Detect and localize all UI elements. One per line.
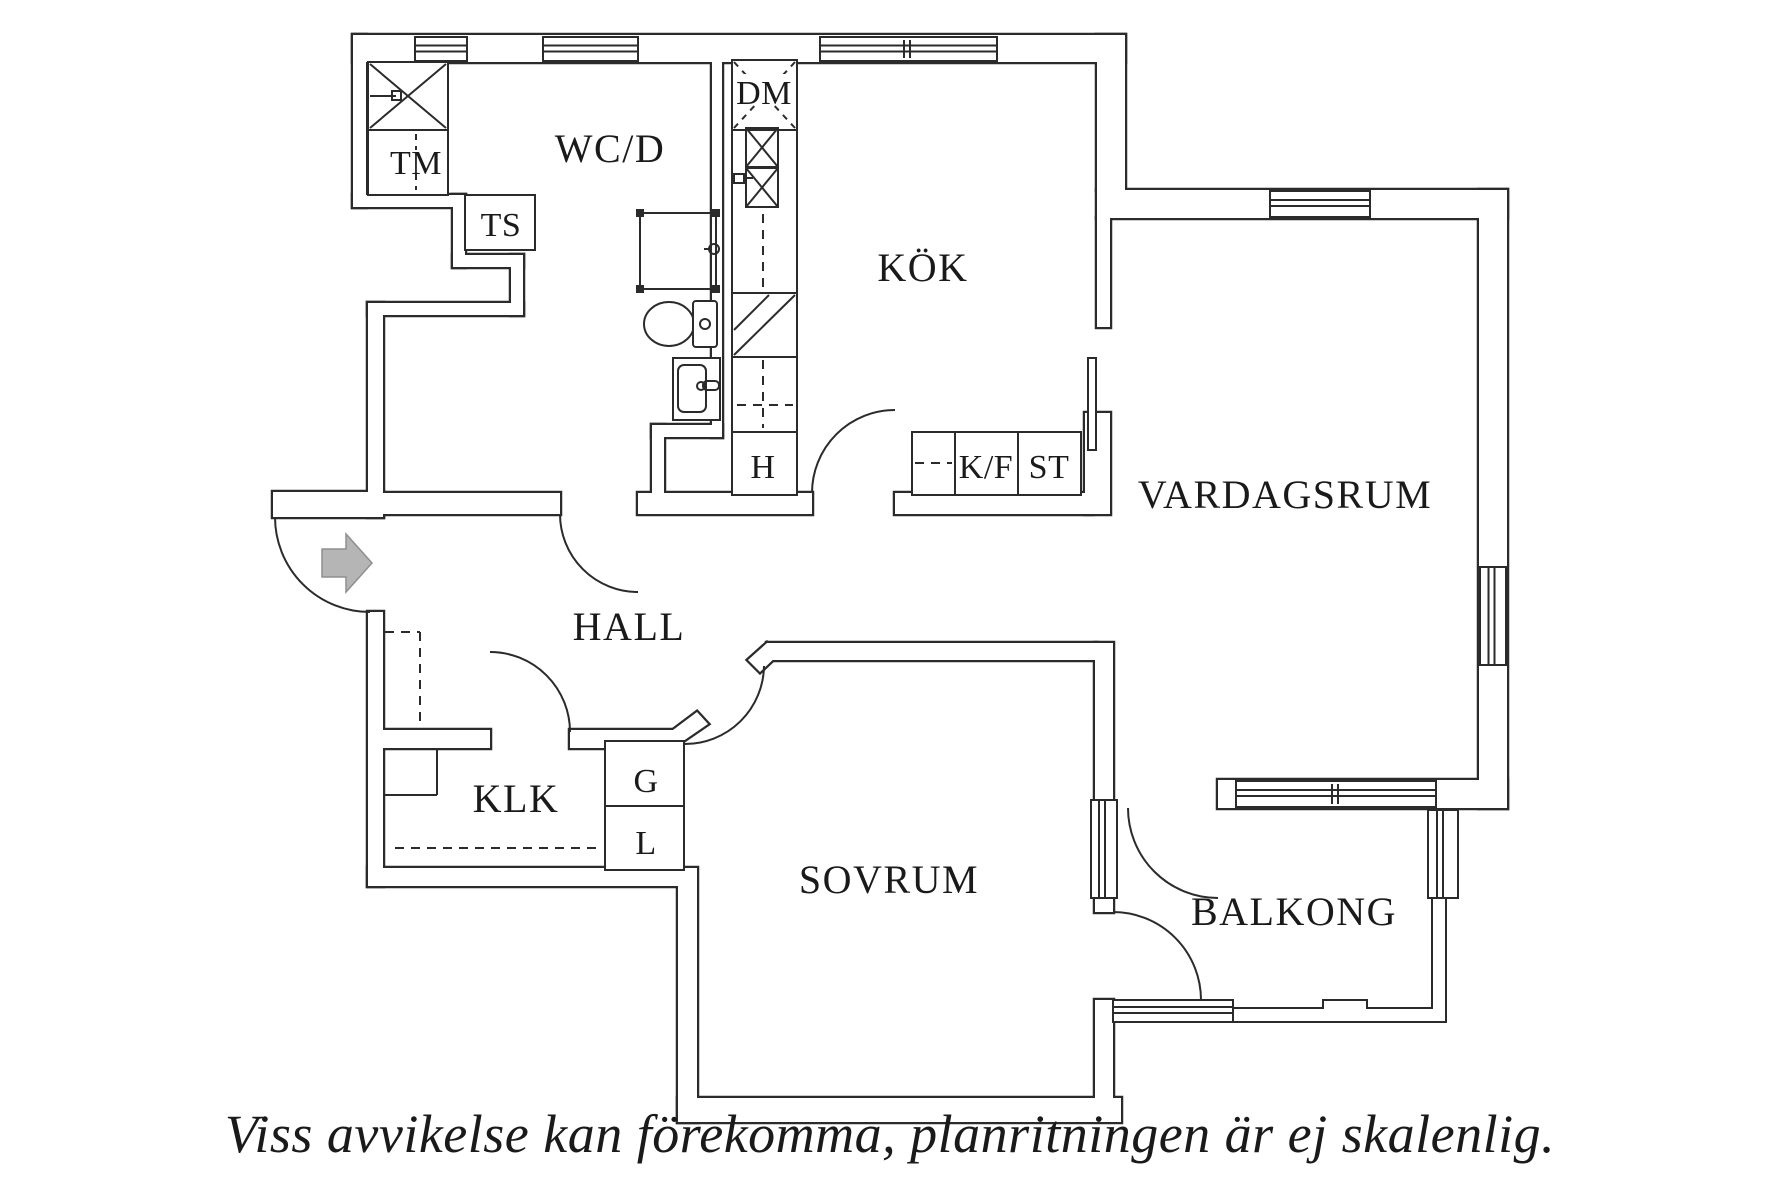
window [1427, 809, 1459, 899]
window [1479, 566, 1507, 666]
caption-text: Viss avvikelse kan förekomma, planritnin… [225, 1104, 1555, 1164]
stove-icon [733, 294, 796, 356]
window [819, 36, 998, 62]
klk-details [383, 748, 600, 849]
window [1269, 190, 1371, 218]
door-arc-sovrum [684, 665, 765, 745]
room-label-balkong: BALKONG [1191, 889, 1397, 934]
window [414, 36, 468, 62]
fixture-label-kf: K/F [959, 449, 1013, 486]
fixture-label-h: H [750, 449, 775, 486]
room-label-klk: KLK [473, 776, 560, 821]
room-label-sovrum: SOVRUM [799, 857, 979, 902]
sink-icon [733, 127, 779, 208]
room-label-vardagsrum: VARDAGSRUM [1138, 472, 1432, 517]
toilet-icon [643, 300, 718, 348]
fixture-label-tm: TM [390, 145, 442, 182]
fixture-label-l: L [635, 825, 656, 862]
dm-label-bg [738, 74, 790, 104]
door-arc-klk [489, 651, 571, 733]
room-label-kok: KÖK [877, 245, 968, 290]
labels: WC/D KÖK VARDAGSRUM HALL KLK SOVRUM BALK… [225, 74, 1555, 1164]
window [1090, 799, 1118, 899]
fixture-label-st: ST [1029, 449, 1070, 486]
ts-closet [464, 194, 536, 251]
shower-icon [367, 61, 449, 196]
hall-dashed-closet [385, 631, 421, 730]
door-arc-sovrum-balcony [1112, 911, 1202, 1001]
room-label-wcd: WC/D [555, 126, 665, 171]
fixture-label-ts: TS [481, 207, 522, 244]
cabinet-row [911, 431, 1082, 496]
room-label-hall: HALL [573, 604, 686, 649]
shower-enclosure [636, 209, 720, 293]
door-arc-vardagsrum-balcony [1127, 807, 1219, 899]
balcony-railing [1233, 898, 1447, 1023]
kitchen-counter [731, 59, 798, 496]
door-arc-entrance [274, 516, 371, 613]
window [1112, 999, 1234, 1023]
window [542, 36, 639, 62]
washbasin-icon [672, 357, 721, 421]
window [1235, 780, 1437, 808]
entrance-arrow-icon [321, 532, 374, 594]
fixture-label-dm: DM [736, 75, 792, 112]
door-arc-kitchen [811, 409, 896, 494]
details [274, 36, 1507, 1023]
glass-partition [1087, 357, 1097, 451]
fixture-label-g: G [633, 763, 658, 800]
door-arc-wcd [559, 513, 639, 593]
wardrobe-closets [604, 740, 685, 871]
